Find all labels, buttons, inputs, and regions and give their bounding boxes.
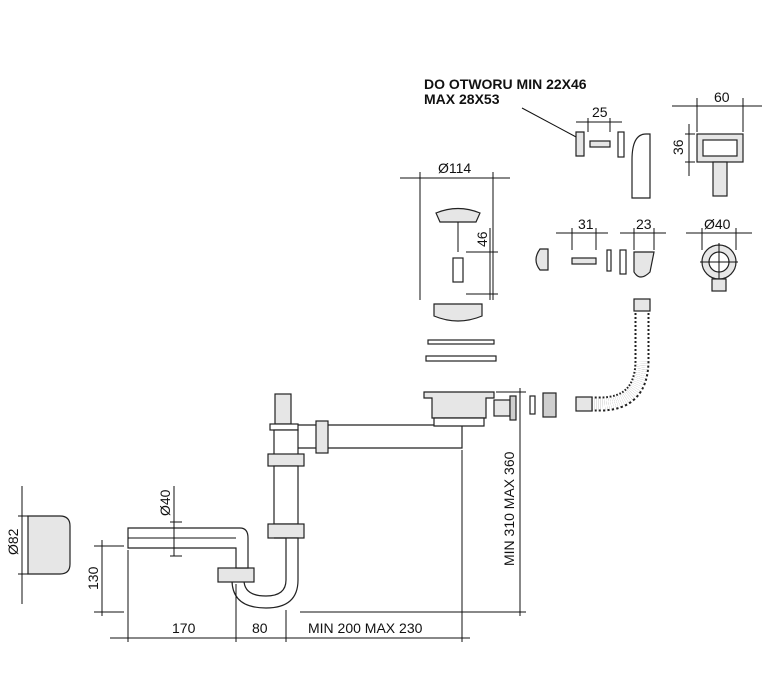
sink-side-nut [509, 395, 517, 421]
overflow-note-leader [521, 107, 579, 139]
dim-arm-length: MIN 200 MAX 230 [308, 620, 423, 636]
horizontal-arm [281, 424, 463, 449]
sink-side-outlet [493, 399, 511, 417]
bottom-dims: 170 80 MIN 200 MAX 230 [110, 450, 470, 642]
trap-nut [217, 567, 255, 583]
dim-overflow-screw-len: 25 [592, 104, 608, 120]
flexible-hose [575, 298, 651, 412]
overflow-note-line1: DO OTWORU MIN 22X46 [424, 76, 587, 92]
plug-body [633, 251, 655, 278]
dim-trap-height: 130 [85, 566, 101, 590]
connector-neck [711, 278, 727, 292]
siphon-body [127, 391, 517, 609]
arm-nut [315, 420, 329, 454]
overflow-note-line2: MAX 28X53 [424, 91, 500, 107]
outlet-connector-top: Ø40 [686, 216, 752, 292]
dim-overflow-cover-height: 36 [670, 139, 686, 155]
hose-end-cap [575, 396, 593, 412]
middle-vertical-pipe [273, 465, 299, 525]
adapter-body [27, 515, 71, 575]
dim-vertical-height: MIN 310 MAX 360 [501, 451, 517, 566]
dim-outlet-offset: 170 [172, 620, 196, 636]
hose-top-cap [633, 298, 651, 312]
pipe-diameter-dim: Ø40 [157, 486, 182, 557]
overflow-flange [575, 131, 585, 157]
strainer-body [433, 303, 483, 322]
sink-outlet-neck [433, 417, 485, 427]
plug-cap [535, 248, 549, 271]
plug-ring [619, 249, 627, 275]
overflow-cover-slot [702, 139, 738, 157]
overflow-parts: 25 [575, 104, 651, 199]
washing-machine-inlet [274, 393, 292, 425]
inlet-collar [269, 423, 299, 431]
dim-plug-len: 31 [578, 216, 594, 232]
dim-strainer-height: 46 [474, 231, 490, 247]
gasket-2 [425, 355, 497, 362]
dim-strainer-diameter: Ø114 [438, 160, 471, 176]
strainer-basket-head [435, 207, 481, 223]
strainer-stem [452, 257, 464, 283]
plug-screw [571, 257, 597, 265]
gasket-1 [427, 339, 495, 345]
overflow-note: DO OTWORU MIN 22X46 MAX 28X53 [424, 76, 587, 139]
trap-height-dim: 130 [85, 540, 124, 616]
dim-plug-diameter: Ø40 [704, 216, 731, 232]
plug-washer [606, 249, 612, 272]
lower-nut [267, 523, 305, 539]
dim-pipe-diameter: Ø40 [157, 489, 173, 516]
strainer-assembly: Ø114 46 [400, 160, 510, 362]
upper-nut [267, 453, 305, 467]
sink-outlet-body [423, 391, 495, 419]
overflow-screw [589, 140, 611, 148]
wall-adapter: Ø82 [5, 486, 71, 604]
outlet-pipe [127, 527, 249, 569]
dim-trap-width: 80 [252, 620, 268, 636]
small-washer [529, 395, 536, 415]
overflow-elbow [631, 133, 651, 199]
dim-plug-width: 23 [636, 216, 652, 232]
vertical-height-dim: MIN 310 MAX 360 [300, 388, 526, 616]
overflow-washer [617, 131, 625, 158]
dim-overflow-cover-width: 60 [714, 89, 730, 105]
overflow-cover: 60 36 [670, 89, 762, 197]
overflow-cover-neck [712, 161, 728, 197]
small-nut [542, 392, 557, 418]
dim-adapter-diameter: Ø82 [5, 528, 21, 555]
plug-assembly: 31 23 [535, 216, 666, 278]
